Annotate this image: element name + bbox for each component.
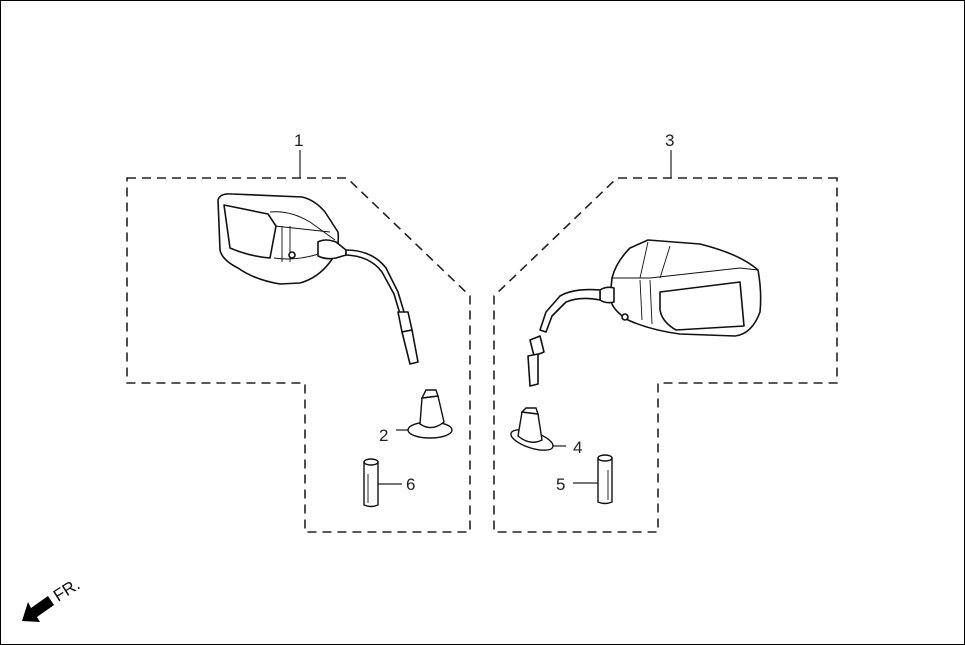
callout-2: 2 <box>379 426 388 445</box>
callout-4: 4 <box>573 438 582 457</box>
front-arrow-icon <box>22 596 54 622</box>
right-boot-icon <box>510 407 554 451</box>
callout-6: 6 <box>406 475 415 494</box>
left-boot-icon <box>407 389 453 439</box>
left-nut-icon <box>363 458 379 508</box>
group-outline-left <box>126 177 471 533</box>
callout-3: 3 <box>665 131 674 150</box>
right-nut-icon <box>597 454 613 505</box>
callout-5: 5 <box>556 475 565 494</box>
callout-1: 1 <box>294 131 303 150</box>
front-direction-label: FR. <box>50 575 83 606</box>
left-mirror-icon <box>217 193 419 365</box>
right-mirror-icon <box>527 239 762 387</box>
group-outline-right <box>493 177 838 533</box>
